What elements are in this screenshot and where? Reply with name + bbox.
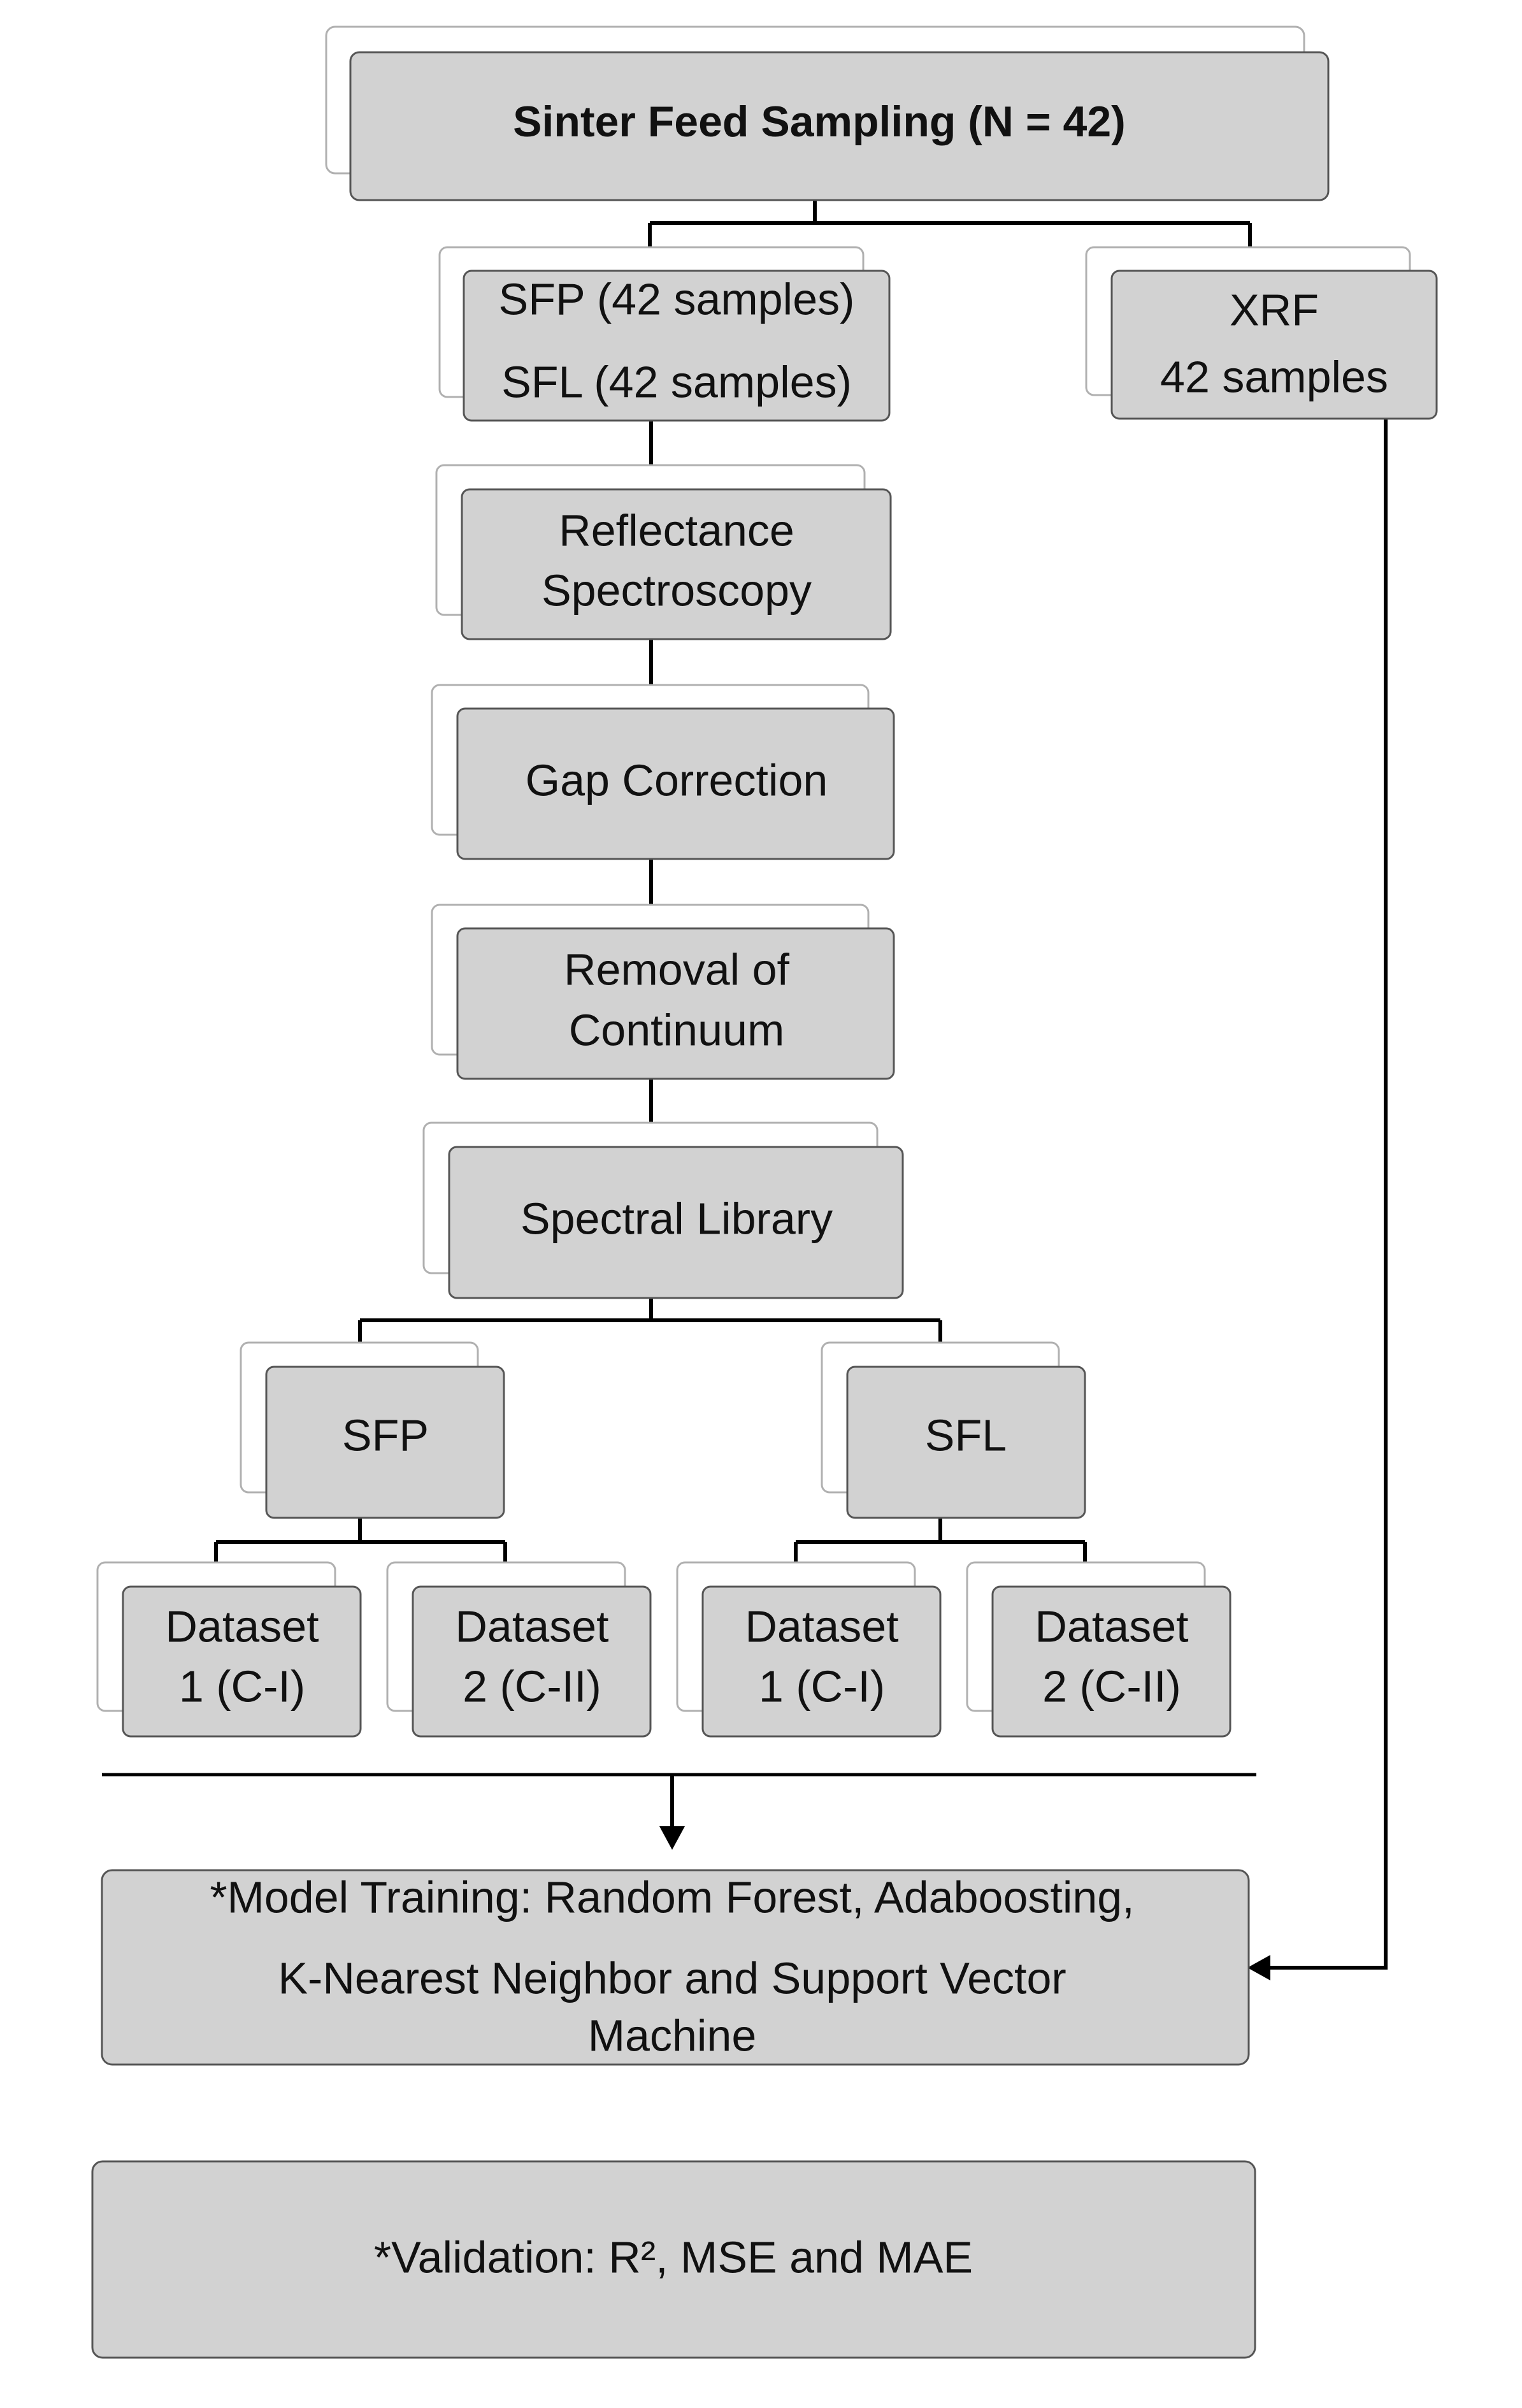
node-reflectance-line1: Reflectance	[559, 505, 794, 555]
node-sfl-dataset-1-line1: Dataset	[745, 1601, 898, 1651]
node-sfl-label: SFL	[925, 1410, 1007, 1460]
connector-sfp-split	[214, 1518, 507, 1587]
node-model-training-line1: *Model Training: Random Forest, Adaboost…	[210, 1872, 1134, 1922]
node-continuum-line2: Continuum	[569, 1005, 785, 1055]
node-sinter-feed-sampling-label: Sinter Feed Sampling (N = 42)	[513, 97, 1126, 146]
connector-top-split	[648, 201, 1252, 272]
node-xrf-line1: XRF	[1230, 285, 1319, 335]
node-sfl-dataset-2-line1: Dataset	[1035, 1601, 1188, 1651]
node-model-training-line3: Machine	[588, 2010, 757, 2060]
node-validation-label: *Validation: R², MSE and MAE	[374, 2232, 973, 2282]
node-sinter-feed-sampling: Sinter Feed Sampling (N = 42)	[325, 25, 1330, 201]
node-xrf: XRF 42 samples	[1085, 246, 1438, 420]
node-reflectance-spectroscopy: Reflectance Spectroscopy	[435, 464, 892, 640]
node-sfp-dataset-2-line1: Dataset	[455, 1601, 608, 1651]
node-model-training: *Model Training: Random Forest, Adaboost…	[101, 1869, 1250, 2066]
node-spectral-library: Spectral Library	[422, 1121, 904, 1299]
node-model-training-line2: K-Nearest Neighbor and Support Vector	[278, 1953, 1066, 2003]
connector-xrf-to-model	[1268, 418, 1388, 1970]
connector-sfl-split	[794, 1518, 1087, 1587]
node-samples: SFP (42 samples) SFL (42 samples)	[438, 246, 891, 422]
node-sfl-dataset-2: Dataset 2 (C-II)	[966, 1561, 1231, 1738]
node-sfl-dataset-1-line2: 1 (C-I)	[759, 1661, 885, 1711]
node-sfp-dataset-1: Dataset 1 (C-I)	[96, 1561, 362, 1738]
arrowhead-model	[659, 1826, 685, 1850]
connectors	[102, 201, 1388, 1980]
node-sfp-dataset-2-line2: 2 (C-II)	[463, 1661, 601, 1711]
node-sfp-dataset-1-line1: Dataset	[165, 1601, 319, 1651]
node-removal-of-continuum: Removal of Continuum	[431, 904, 895, 1080]
node-sfl-dataset-2-line2: 2 (C-II)	[1042, 1661, 1181, 1711]
node-reflectance-line2: Spectroscopy	[542, 565, 812, 615]
node-gap-correction-label: Gap Correction	[526, 755, 828, 805]
node-spectral-library-label: Spectral Library	[520, 1193, 833, 1243]
node-samples-line1: SFP (42 samples)	[499, 274, 855, 324]
node-gap-correction: Gap Correction	[431, 684, 895, 860]
node-sfp-dataset-2: Dataset 2 (C-II)	[386, 1561, 652, 1738]
node-validation: *Validation: R², MSE and MAE	[91, 2160, 1256, 2359]
node-sfp: SFP	[240, 1341, 505, 1519]
node-sfl: SFL	[821, 1341, 1086, 1519]
node-xrf-line2: 42 samples	[1160, 352, 1388, 401]
node-sfp-label: SFP	[342, 1410, 429, 1460]
node-sfp-dataset-1-line2: 1 (C-I)	[179, 1661, 305, 1711]
node-sfl-dataset-1: Dataset 1 (C-I)	[676, 1561, 942, 1738]
arrowhead-xrf	[1247, 1955, 1270, 1980]
connector-library-split	[358, 1298, 942, 1367]
node-samples-line2: SFL (42 samples)	[501, 357, 852, 407]
node-continuum-line1: Removal of	[564, 944, 790, 994]
